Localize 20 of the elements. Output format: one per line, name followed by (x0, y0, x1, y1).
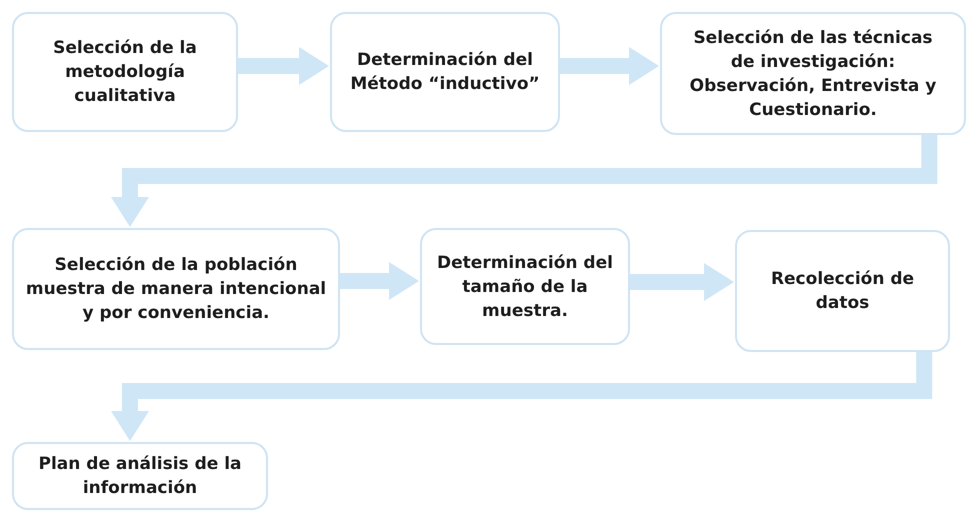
arrow (238, 47, 329, 85)
arrow (630, 263, 734, 301)
step-text: Determinación del Método “inductivo” (349, 49, 541, 96)
step-text: Determinación del tamaño de la muestra. (436, 252, 614, 322)
step-text: Selección de las técnicas de investigación: Observación, Entrevista y Cuestionario. (688, 26, 938, 122)
arrow (111, 135, 938, 227)
step-text: Recolección de datos (770, 268, 916, 315)
process-box (12, 12, 238, 132)
process-box (12, 442, 268, 510)
process-box (735, 230, 950, 352)
step-text: Selección de la población muestra de manera intencional y por conveniencia. (24, 254, 328, 325)
arrow (111, 352, 932, 441)
process-box (420, 228, 630, 345)
arrow (560, 47, 659, 85)
process-box (12, 228, 340, 350)
arrow (340, 262, 419, 300)
process-box (660, 12, 966, 135)
process-box (330, 12, 560, 132)
step-text: Plan de análisis de la información (38, 453, 242, 500)
step-text: Selección de la metodología cualitativa (52, 37, 198, 108)
